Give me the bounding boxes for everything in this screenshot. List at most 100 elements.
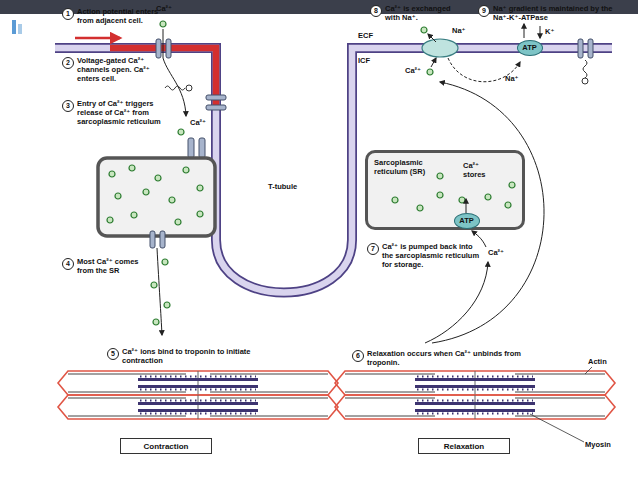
reuptake-arrow	[425, 262, 488, 343]
step-note: Na⁺ gradient is maintained by the Na⁺-K⁺…	[493, 4, 618, 22]
sarcoplasmic-reticulum	[98, 158, 215, 236]
calcium-ion	[505, 202, 511, 208]
callout-number: 2	[62, 57, 74, 69]
sarcolemma	[55, 48, 612, 293]
exchange-arrow	[432, 82, 544, 343]
calcium-ion	[107, 217, 113, 223]
action-potential-arrow	[75, 37, 120, 40]
calcium-ion	[509, 182, 515, 188]
ion-label: Na⁺	[452, 26, 466, 35]
step-note: Ca²⁺ ions bind to troponin to initiate c…	[122, 347, 252, 365]
calcium-ion	[109, 171, 115, 177]
ion-label: Ca²⁺	[190, 118, 206, 127]
calcium-ion	[129, 165, 135, 171]
reuptake-arrow	[472, 231, 486, 247]
calcium-ion	[169, 197, 175, 203]
step-note: Most Ca²⁺ comes from the SR	[77, 257, 149, 275]
step-note: T-tubule	[268, 182, 297, 191]
step-note: Myosin	[585, 440, 611, 449]
calcium-ion	[421, 27, 427, 33]
step-note: Ca²⁺ is exchanged with Na⁺.	[385, 4, 467, 22]
calcium-channel	[156, 39, 161, 58]
sodium-out-arrow	[524, 24, 525, 38]
calcium-ion	[131, 212, 137, 218]
gate-ball	[186, 85, 192, 91]
sarcoplasmic-reticulum-fill	[366, 151, 524, 229]
leader-line	[530, 414, 584, 442]
calcium-ion	[115, 193, 121, 199]
t-tubule-channel	[206, 105, 226, 110]
callout-number: 7	[367, 243, 379, 255]
calcium-ion	[143, 189, 149, 195]
calcium-ion	[437, 173, 443, 179]
node-text: Contraction	[121, 442, 211, 452]
node-text: ATP	[455, 216, 478, 225]
step-note: Actin	[588, 357, 607, 366]
slide-ornament	[12, 20, 16, 34]
calcium-ion	[178, 129, 184, 135]
leader-line	[585, 367, 592, 374]
exchange-arrow	[428, 34, 436, 42]
step-note: Entry of Ca²⁺ triggers release of Ca²⁺ f…	[77, 99, 181, 126]
ion-label: Na⁺	[505, 74, 519, 83]
ryanodine-receptor	[160, 231, 165, 248]
sarcolemma	[55, 48, 612, 293]
calcium-ion	[155, 175, 161, 181]
node-text: ATP	[518, 43, 541, 52]
potassium-channel	[578, 39, 583, 58]
calcium-ion	[175, 219, 181, 225]
gate-squiggle	[165, 86, 185, 90]
step-note: Relaxation occurs when Ca²⁺ unbinds from…	[367, 349, 532, 367]
t-tubule-channel	[206, 95, 226, 100]
calcium-ion	[162, 259, 168, 265]
potassium-channel	[588, 39, 593, 58]
calcium-ion	[197, 211, 203, 217]
sarcomere	[335, 395, 615, 419]
storage-arrow	[466, 199, 467, 213]
calcium-ion	[427, 69, 433, 75]
gate-squiggle	[583, 60, 587, 78]
callout-number: 9	[478, 5, 490, 17]
ryanodine-receptor	[150, 231, 155, 248]
calcium-ion	[417, 205, 423, 211]
slide-ornament	[18, 24, 22, 34]
ion-label: Ca²⁺	[488, 248, 504, 257]
callout-number: 3	[62, 100, 74, 112]
calcium-ion	[485, 194, 491, 200]
calcium-ion	[437, 192, 443, 198]
step-note: Ca²⁺ is pumped back into the sarcoplasmi…	[382, 242, 482, 269]
calcium-ion	[197, 185, 203, 191]
calcium-ion	[160, 21, 166, 27]
ion-label: ICF	[358, 56, 370, 65]
callout-number: 1	[62, 8, 74, 20]
ryanodine-receptor	[188, 138, 194, 158]
state-box: Contraction	[120, 438, 212, 454]
potassium-in-arrow	[540, 26, 541, 38]
ion-label: Ca²⁺	[156, 4, 172, 13]
callout-number: 6	[352, 350, 364, 362]
state-box: Relaxation	[418, 438, 510, 454]
gate-ball	[582, 78, 588, 84]
sarcomere	[58, 371, 338, 395]
calcium-ion	[459, 197, 465, 203]
calcium-channel	[166, 39, 171, 58]
sarcoplasmic-reticulum-box: Sarcoplasmic reticulum (SR)Ca²⁺ storesAT…	[365, 150, 525, 230]
atpase-pump: ATP	[454, 213, 480, 229]
callout-number: 8	[370, 5, 382, 17]
atpase-pump: ATP	[517, 40, 543, 56]
calcium-ion	[164, 302, 170, 308]
sarcomere	[58, 395, 338, 419]
callout-number: 4	[62, 258, 74, 270]
ion-label: Ca²⁺	[405, 66, 421, 75]
ion-label: ECF	[358, 31, 373, 40]
calcium-ion	[153, 319, 159, 325]
ion-label: K⁺	[545, 27, 554, 36]
sodium-calcium-exchanger	[422, 39, 458, 57]
callout-number: 5	[107, 348, 119, 360]
exchange-arrow	[431, 58, 436, 67]
node-text: Relaxation	[419, 442, 509, 452]
step-note: Voltage-gated Ca²⁺ channels open. Ca²⁺ e…	[77, 56, 167, 83]
calcium-flow-arrow	[163, 29, 186, 116]
sarcomere	[335, 371, 615, 395]
calcium-ion	[183, 167, 189, 173]
